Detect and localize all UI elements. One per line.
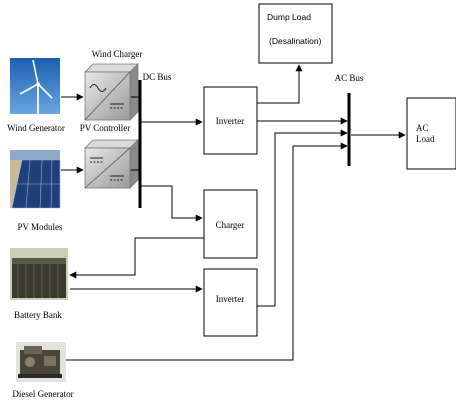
- wind-charger-label: Wind Charger: [92, 49, 143, 59]
- wind-generator-label: Wind Generator: [7, 123, 65, 133]
- inverter2-to-acbus-arrow: [257, 133, 347, 306]
- pv-controller-label: PV Controller: [80, 123, 131, 133]
- battery-bank-image: [10, 248, 68, 300]
- wind-charger-icon: [85, 64, 138, 120]
- dump-load-title: Dump Load: [267, 12, 311, 22]
- inverter-to-dumpload-arrow: [257, 65, 299, 103]
- pv-modules-label: PV Modules: [17, 222, 63, 232]
- pv-modules-image: [10, 150, 60, 208]
- inverter-top-box: Inverter: [204, 87, 257, 154]
- dcbus-to-charger-arrow: [141, 186, 202, 218]
- battery-bank-label: Battery Bank: [14, 310, 62, 320]
- ac-load-title: AC: [416, 123, 429, 133]
- charger-label: Charger: [216, 220, 245, 230]
- charger-box: Charger: [204, 190, 257, 258]
- inverter-bottom-label: Inverter: [216, 294, 244, 304]
- inverter-top-label: Inverter: [216, 116, 244, 126]
- ac-load-subtitle: Load: [416, 134, 435, 144]
- dump-load-subtitle: (Desalination): [269, 36, 322, 46]
- diesel-generator-image: [16, 342, 66, 382]
- dump-load-box: Dump Load (Desalination): [259, 4, 332, 63]
- dc-bus-label: DC Bus: [143, 72, 172, 82]
- inverter-bottom-box: Inverter: [204, 269, 257, 336]
- pv-controller-icon: [85, 140, 138, 188]
- wind-generator-image: [10, 58, 60, 114]
- ac-bus-label: AC Bus: [335, 73, 364, 83]
- diesel-generator-label: Diesel Generator: [12, 389, 73, 399]
- charger-to-battery-arrow: [70, 238, 204, 275]
- ac-load-box: AC Load: [407, 98, 456, 169]
